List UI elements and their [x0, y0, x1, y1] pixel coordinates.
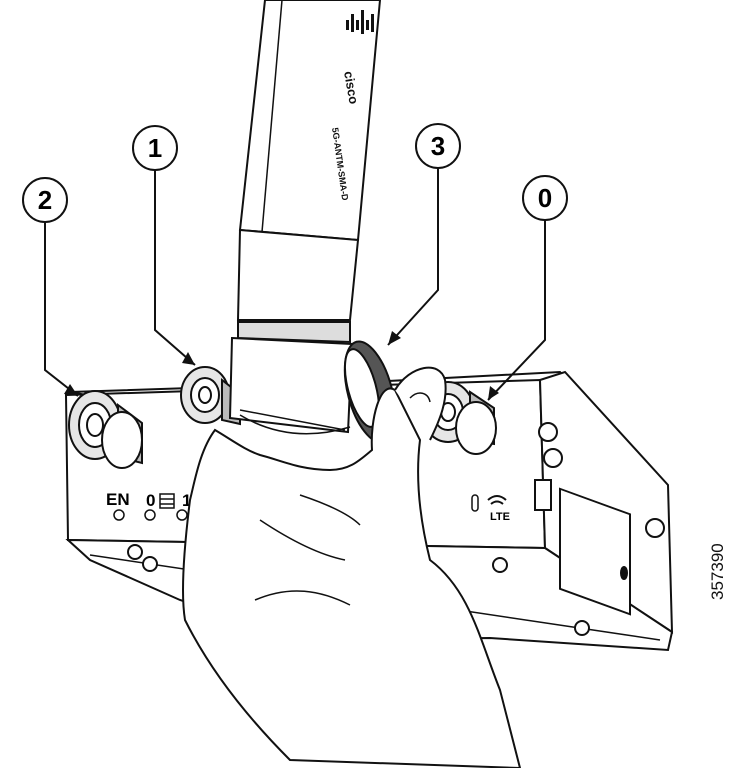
screw [142, 556, 158, 572]
panel-label-port1: 1 [182, 491, 191, 510]
side-hole [620, 566, 628, 580]
figure-id: 357390 [708, 543, 727, 600]
callout-3: 3 [415, 123, 461, 169]
callout-0: 0 [522, 175, 568, 221]
hand [181, 366, 522, 768]
panel-label-port0: 0 [146, 491, 155, 510]
callout-arrowheads [64, 331, 499, 400]
side-port [534, 479, 552, 511]
screw [492, 557, 508, 573]
side-screw [543, 448, 563, 468]
screw [574, 620, 590, 636]
cisco-logo-icon [346, 10, 374, 34]
side-label-plate [559, 487, 631, 616]
lte-signal-icon [487, 495, 507, 505]
antenna [228, 0, 397, 444]
panel-label-lte: LTE [490, 511, 510, 523]
callout-0-label: 0 [538, 183, 552, 213]
panel-label-en: EN [106, 490, 130, 509]
screw [127, 544, 143, 560]
antenna-blade [238, 0, 382, 242]
callout-leader-lines [44, 168, 546, 401]
callout-1: 1 [132, 125, 178, 171]
callout-3-label: 3 [431, 131, 445, 161]
callout-2: 2 [22, 177, 68, 223]
sim-icon [159, 493, 175, 509]
front-panel-leds [113, 494, 479, 521]
side-screw [538, 422, 558, 442]
led-1 [176, 509, 188, 521]
antenna-logo-text: cisco [341, 70, 362, 105]
callout-2-label: 2 [38, 185, 52, 215]
led-en [113, 509, 125, 521]
side-screw [645, 518, 665, 538]
led-0 [144, 509, 156, 521]
callout-1-label: 1 [148, 133, 162, 163]
antenna-swivel-body [228, 336, 354, 434]
connector-2 [68, 390, 143, 469]
router-side-face [538, 370, 674, 634]
led-lte-bar [471, 494, 479, 512]
connector-1 [180, 366, 241, 426]
thumb [394, 366, 447, 441]
